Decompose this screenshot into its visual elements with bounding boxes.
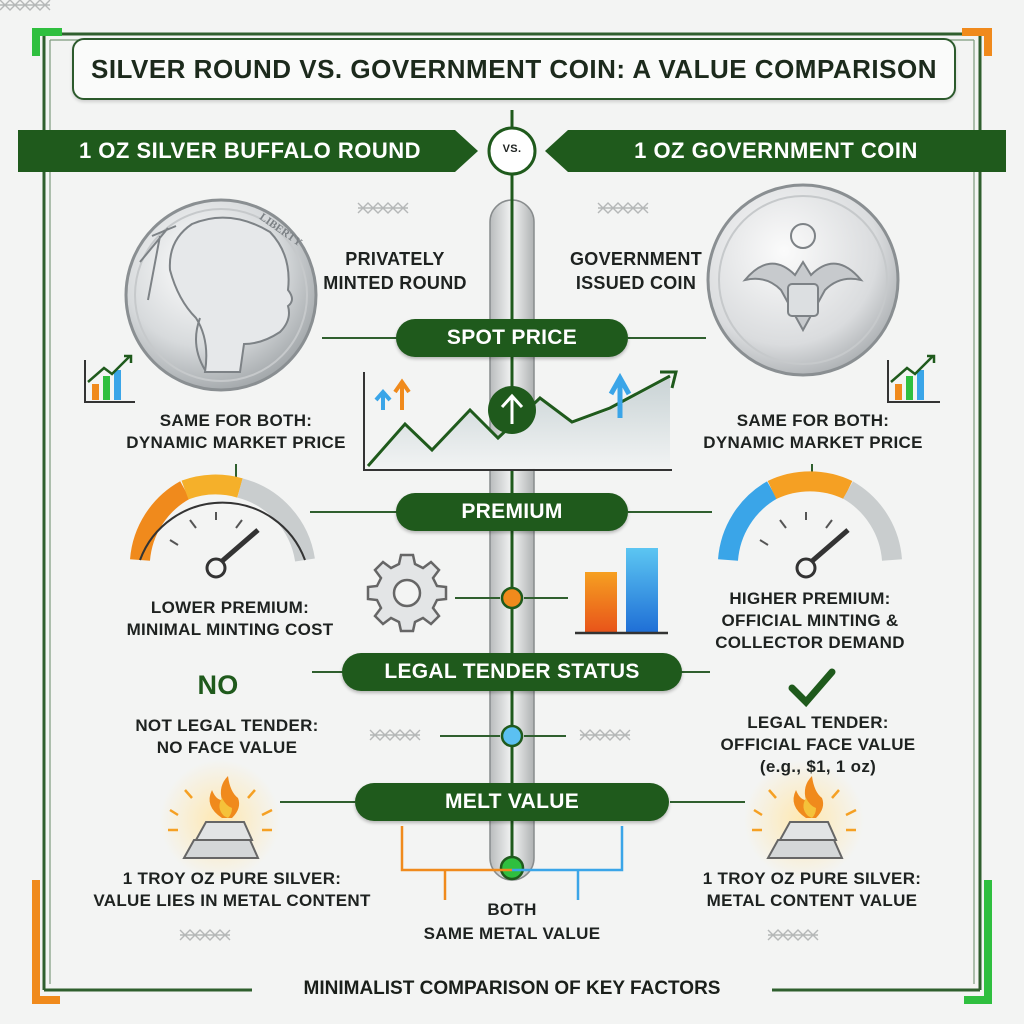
premium-marker [500,586,524,610]
bar-chart-icon [575,548,668,635]
melt-branches [400,826,624,900]
legal-tender-label: LEGAL TENDER STATUS [342,653,682,691]
left-coin-caption: PRIVATELY MINTED ROUND [323,249,467,293]
page-title: SILVER ROUND VS. GOVERNMENT COIN: A VALU… [90,53,937,84]
vs-label: VS. [502,143,522,155]
legal-no-mark: NO [197,670,239,700]
connector-lines [235,337,813,803]
silver-buffalo-round [124,198,318,392]
gauge-icon-left [130,474,315,579]
melt-right-text: 1 TROY OZ PURE SILVER: METAL CONTENT VAL… [702,869,922,910]
melt-value-label: MELT VALUE [355,783,669,821]
spot-left-text: SAME FOR BOTH: DYNAMIC MARKET PRICE [126,411,346,452]
right-coin-caption: GOVERNMENT ISSUED COIN [569,249,702,293]
silver-bar-fire-icon-right [744,760,864,880]
footer-caption: MINIMALIST COMPARISON OF KEY FACTORS [303,978,721,999]
spot-right-text: SAME FOR BOTH: DYNAMIC MARKET PRICE [703,411,923,452]
legal-right-text: LEGAL TENDER: OFFICIAL FACE VALUE (e.g.,… [720,713,916,776]
gear-icon [366,553,448,633]
title-box: SILVER ROUND VS. GOVERNMENT COIN: A VALU… [72,38,956,100]
premium-left-text: LOWER PREMIUM: MINIMAL MINTING COST [126,598,334,639]
hatch-patterns [0,0,819,941]
government-eagle-coin [706,183,900,377]
gauge-icon-right [718,471,902,579]
left-header: 1 OZ SILVER BUFFALO ROUND [78,138,422,163]
premium-label: PREMIUM [396,493,628,531]
melt-marker [499,855,525,881]
silver-bar-fire-icon-left [160,760,280,880]
melt-left-text: 1 TROY OZ PURE SILVER: VALUE LIES IN MET… [93,869,371,910]
growth-chart-icon-left [84,354,135,403]
header-banners [18,110,1006,176]
up-arrow-icon [488,386,536,434]
legal-tender-marker [500,724,524,748]
melt-center-text: BOTH SAME METAL VALUE [423,900,601,943]
premium-right-text: HIGHER PREMIUM: OFFICIAL MINTING & COLLE… [715,589,905,652]
right-header: 1 OZ GOVERNMENT COIN [634,138,918,163]
growth-chart-icon-right [887,354,940,403]
checkmark-icon [788,668,836,708]
spot-price-label: SPOT PRICE [396,319,628,357]
legal-left-text: NOT LEGAL TENDER: NO FACE VALUE [135,716,319,757]
